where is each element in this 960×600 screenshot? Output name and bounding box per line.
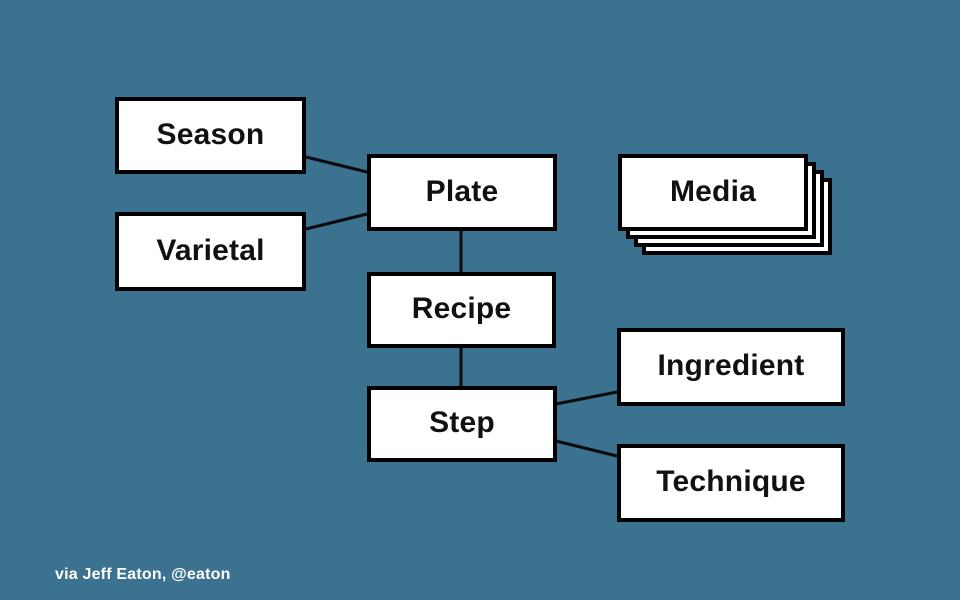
edge-season-plate [305, 155, 368, 174]
node-label: Step [429, 406, 495, 439]
node-varietal: Varietal [115, 212, 306, 291]
node-season: Season [115, 97, 306, 174]
attribution-caption: via Jeff Eaton, @eaton [55, 566, 231, 583]
node-technique: Technique [617, 444, 845, 522]
edge-step-technique [555, 439, 618, 458]
node-plate: Plate [367, 154, 557, 231]
node-label: Media [669, 174, 757, 208]
node-label: Varietal [156, 233, 265, 267]
node-label: Plate [425, 174, 499, 208]
node-ingredient: Ingredient [617, 328, 845, 406]
edge-step-ingredient [555, 390, 618, 406]
node-label: Technique [656, 465, 806, 498]
node-label: Recipe [411, 292, 512, 325]
node-media: Media [618, 154, 808, 231]
node-step: Step [367, 386, 557, 462]
edge-varietal-plate [305, 212, 368, 231]
node-label: Ingredient [657, 349, 805, 382]
node-label: Season [156, 117, 265, 151]
node-recipe: Recipe [367, 272, 556, 348]
